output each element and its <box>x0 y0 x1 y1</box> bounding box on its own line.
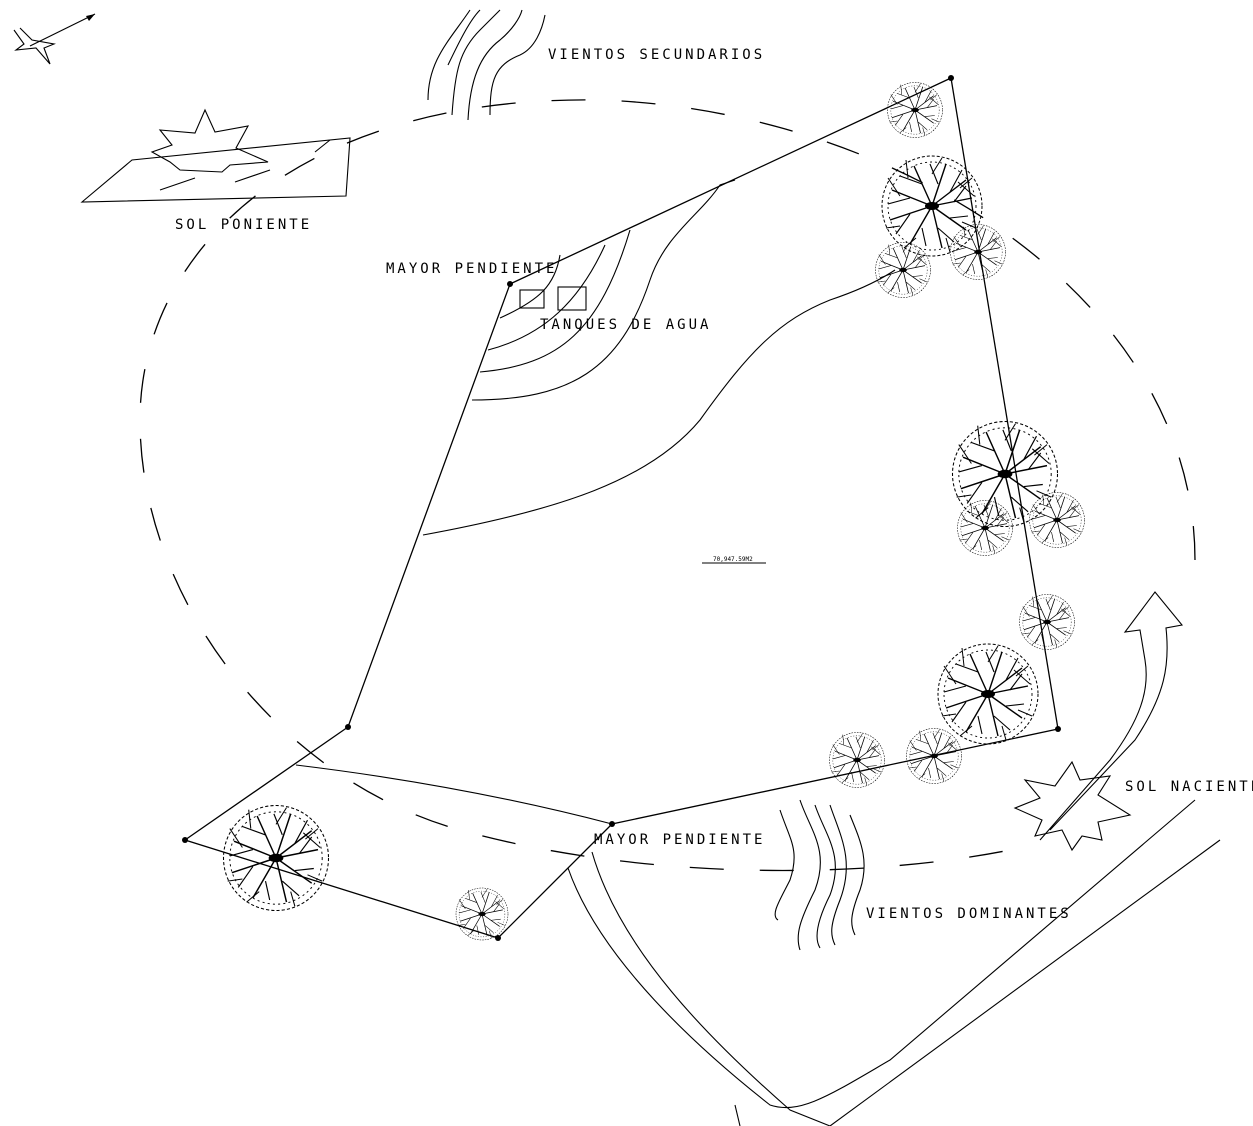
tree-icon-9 <box>937 643 1039 745</box>
tree-icon-5 <box>951 420 1059 528</box>
tree-icon-3 <box>950 224 1006 280</box>
label-area: 70,947.59M2 <box>713 556 753 563</box>
sun-icon-east <box>1013 760 1132 852</box>
tree-icon-11 <box>906 728 962 784</box>
label-mayor-pendiente-top: MAYOR PENDIENTE <box>386 261 557 277</box>
tree-icon-2 <box>881 155 983 257</box>
secondary-wind-lines <box>427 9 546 121</box>
tree-icon-8 <box>1019 594 1075 650</box>
label-tanques-de-agua: TANQUES DE AGUA <box>540 317 711 333</box>
tree-icon-7 <box>1029 492 1085 548</box>
property-boundary <box>182 75 1061 941</box>
arrow-icon <box>1039 591 1184 841</box>
label-sol-naciente: SOL NACIENTE <box>1125 779 1253 795</box>
tree-icon-4 <box>875 242 931 298</box>
label-vientos-secundarios: VIENTOS SECUNDARIOS <box>548 47 765 63</box>
tree-icon-13 <box>455 887 509 941</box>
label-vientos-dominantes: VIENTOS DOMINANTES <box>866 906 1072 922</box>
dominant-wind-lines <box>774 799 865 951</box>
label-sol-poniente: SOL PONIENTE <box>175 217 312 233</box>
sun-icon <box>80 108 351 203</box>
road <box>567 799 1221 1126</box>
north-arrow-icon <box>13 13 96 65</box>
tree-icon-1 <box>887 82 943 138</box>
contour-lines <box>295 179 896 825</box>
water-tanks <box>519 286 587 311</box>
label-mayor-pendiente-bottom: MAYOR PENDIENTE <box>594 832 765 848</box>
tree-icon-12 <box>222 804 330 912</box>
tree-icon-10 <box>829 732 885 788</box>
